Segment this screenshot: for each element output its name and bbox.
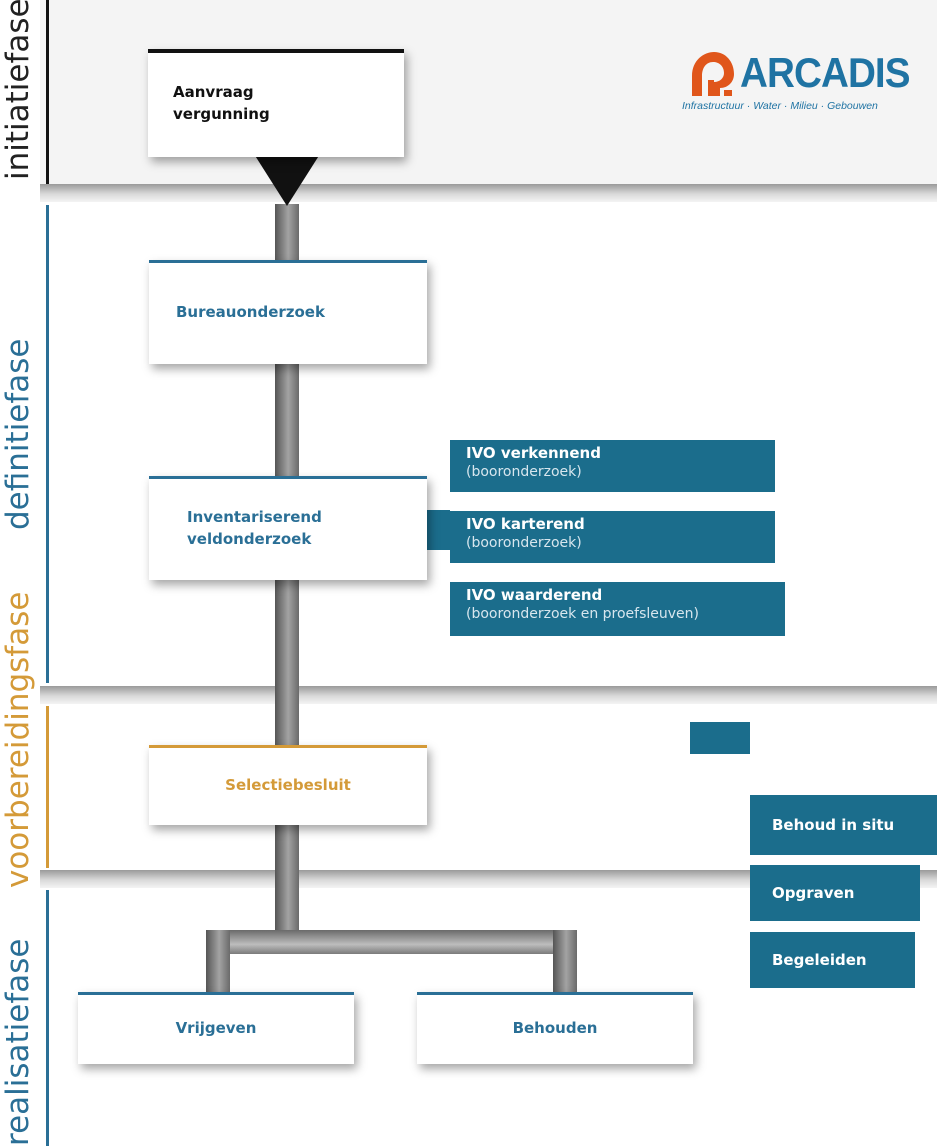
ivo-karterend-sub: (booronderzoek) — [466, 535, 582, 551]
step-vrijgeven: Vrijgeven — [78, 992, 354, 1064]
ivo-karterend-title: IVO karterend — [466, 515, 585, 533]
phase-label-definitiefase: definitiefase — [0, 338, 36, 530]
option-opgraven-label: Opgraven — [772, 884, 855, 902]
phase-label-realisatiefase: realisatiefase — [0, 938, 36, 1146]
step-inventariserend-veldonderzoek: Inventariserend veldonderzoek — [149, 476, 427, 580]
phase-label-voorbereidingsfase: voorbereidingsfase — [0, 591, 36, 888]
phase-bar-voorbereiding — [46, 706, 49, 868]
arcadis-logo-icon — [692, 52, 734, 96]
separator — [40, 870, 937, 888]
separator — [40, 184, 937, 202]
option-behoud-in-situ: Behoud in situ — [750, 795, 937, 855]
phase-bar-initiatie — [46, 0, 49, 184]
step-bureauonderzoek: Bureauonderzoek — [149, 260, 427, 364]
step-aanvraag-vergunning: Aanvraag vergunning — [148, 49, 404, 157]
ivo-verkennend-title: IVO verkennend — [466, 444, 601, 462]
ivo-waarderend-sub: (booronderzoek en proefsleuven) — [466, 606, 699, 622]
step-selectiebesluit-label: Selectiebesluit — [225, 776, 351, 794]
option-opgraven: Opgraven — [750, 865, 920, 921]
separator — [40, 686, 937, 704]
step-aanvraag-line1: Aanvraag — [173, 83, 254, 101]
step-inventariserend-line1: Inventariserend — [187, 508, 322, 526]
ivo-waarderend: IVO waarderend (booronderzoek en proefsl… — [450, 582, 785, 636]
option-behoud-in-situ-label: Behoud in situ — [772, 816, 895, 834]
step-aanvraag-line2: vergunning — [173, 105, 270, 123]
step-vrijgeven-label: Vrijgeven — [175, 1019, 257, 1037]
ivo-verkennend: IVO verkennend (booronderzoek) — [450, 440, 775, 492]
step-inventariserend-line2: veldonderzoek — [187, 530, 312, 548]
arcadis-logo-text: ARCADIS — [740, 49, 911, 96]
phase-bar-definitie — [46, 205, 49, 683]
phase-bar-realisatie — [46, 890, 49, 1146]
ivo-waarderend-title: IVO waarderend — [466, 586, 603, 604]
option-begeleiden: Begeleiden — [750, 932, 915, 988]
phase-label-initiatiefase: initiatiefase — [0, 0, 36, 180]
step-behouden: Behouden — [417, 992, 693, 1064]
step-selectiebesluit: Selectiebesluit — [149, 745, 427, 825]
connector-behoud-options — [690, 722, 750, 754]
step-behouden-label: Behouden — [512, 1019, 598, 1037]
step-bureauonderzoek-label: Bureauonderzoek — [176, 303, 325, 321]
arcadis-tagline: Infrastructuur · Water · Milieu · Gebouw… — [682, 100, 878, 112]
ivo-karterend: IVO karterend (booronderzoek) — [450, 511, 775, 563]
arrow-down-icon — [254, 154, 320, 206]
connector-branch-horizontal — [206, 930, 577, 954]
ivo-verkennend-sub: (booronderzoek) — [466, 464, 582, 480]
arcadis-logo: ARCADIS Infrastructuur · Water · Milieu … — [676, 46, 934, 126]
option-begeleiden-label: Begeleiden — [772, 951, 867, 969]
